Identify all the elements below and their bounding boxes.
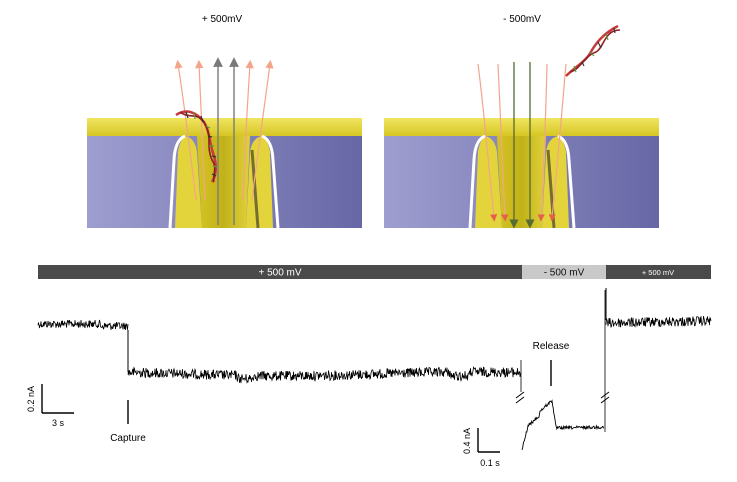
release-annotation: Release bbox=[533, 341, 570, 386]
main-scale-bar: 0.2 nA 3 s bbox=[26, 384, 74, 428]
right-panel-voltage-label: - 500mV bbox=[503, 14, 541, 25]
trace-open-pore-segment bbox=[37, 319, 129, 330]
left-pore-wall-left bbox=[175, 136, 202, 228]
left-ion-arrow-3 bbox=[242, 59, 254, 201]
trace-reverse-voltage-segment bbox=[521, 399, 605, 451]
left-pore-interior bbox=[197, 136, 250, 228]
inset-scale-bar: 0.4 nA 0.1 s bbox=[462, 428, 500, 468]
right-ion-arrow-2 bbox=[497, 63, 509, 222]
right-ion-arrow-4 bbox=[548, 63, 567, 222]
release-label: Release bbox=[533, 341, 570, 352]
voltage-segment-label-2: - 500 mV bbox=[544, 268, 585, 279]
main-scale-current-label: 0.2 nA bbox=[26, 386, 36, 412]
left-ion-arrow-4 bbox=[251, 59, 274, 201]
left-pore-panel: + 500mV bbox=[87, 14, 362, 229]
voltage-segment-label-3: + 500 mV bbox=[642, 268, 674, 277]
left-panel-voltage-label: + 500mV bbox=[202, 14, 243, 25]
current-trace bbox=[37, 288, 712, 451]
voltage-segment-positive-1 bbox=[38, 265, 522, 279]
voltage-segment-label-1: + 500 mV bbox=[258, 268, 301, 279]
right-pore-interior bbox=[497, 136, 546, 228]
left-dna-strand bbox=[175, 110, 218, 183]
voltage-protocol-bar: + 500 mV - 500 mV + 500 mV bbox=[38, 265, 711, 279]
voltage-segment-positive-2 bbox=[606, 265, 711, 279]
right-ion-arrow-1 bbox=[477, 63, 498, 222]
axis-break-right bbox=[600, 391, 610, 404]
right-pore-wall-left bbox=[475, 136, 502, 228]
main-scale-time-label: 3 s bbox=[52, 418, 65, 428]
right-dna-strand bbox=[565, 24, 621, 77]
right-ion-arrow-3 bbox=[537, 63, 548, 222]
inset-scale-time-label: 0.1 s bbox=[480, 458, 500, 468]
inset-scale-current-label: 0.4 nA bbox=[462, 428, 472, 454]
voltage-segment-negative bbox=[522, 265, 606, 279]
left-ion-arrow-2 bbox=[194, 59, 206, 201]
capture-label: Capture bbox=[110, 433, 146, 444]
trace-blocked-segment bbox=[127, 365, 522, 384]
left-membrane-coating bbox=[87, 118, 362, 136]
capture-annotation: Capture bbox=[110, 400, 146, 444]
axis-break-left bbox=[515, 391, 525, 404]
right-pore-panel: - 500mV bbox=[384, 14, 659, 229]
right-membrane-coating bbox=[384, 118, 659, 136]
left-ion-arrow-1 bbox=[174, 59, 197, 201]
trace-open-pore-after-release bbox=[605, 316, 712, 329]
